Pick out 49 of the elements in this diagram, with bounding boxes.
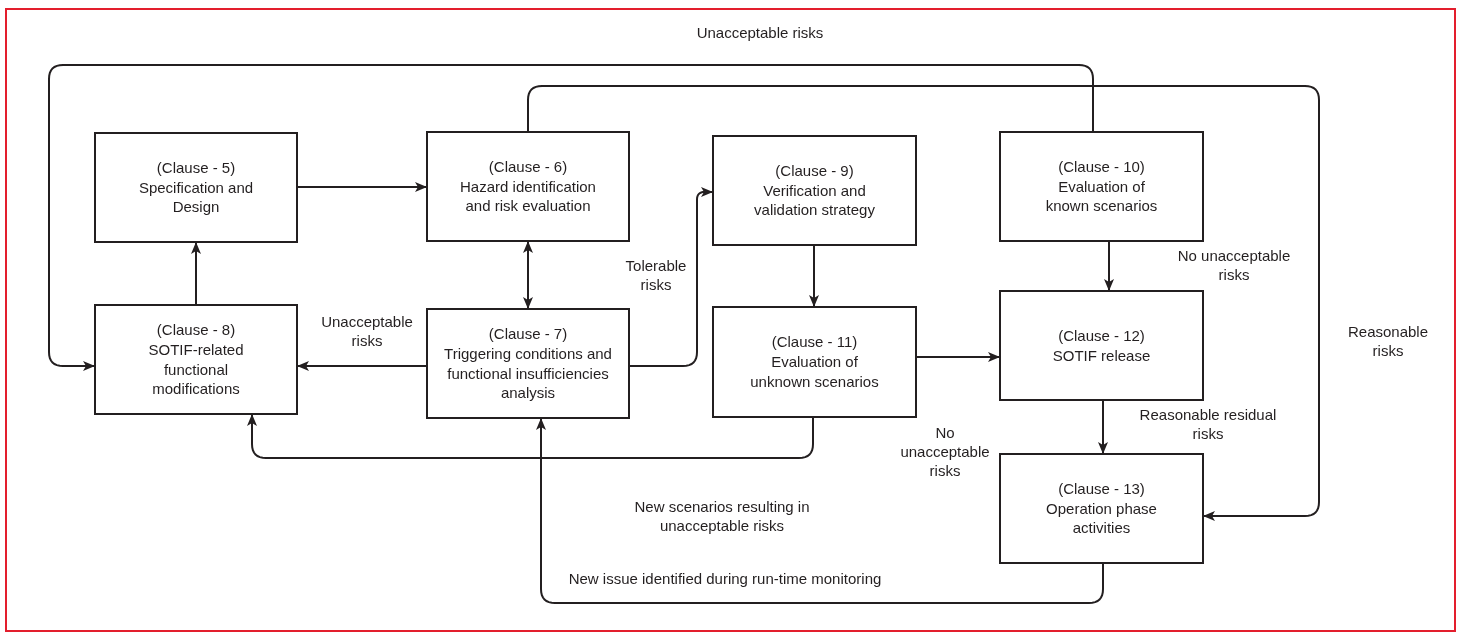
process-box <box>999 290 1204 401</box>
process-text: Triggering conditions and functional insufficiencies analysis <box>443 343 613 404</box>
arrow <box>527 85 1320 521</box>
clause-number: (Clause - 7) <box>488 323 568 344</box>
arrow <box>629 187 713 367</box>
clause-number: (Clause - 11) <box>771 332 858 353</box>
arrow <box>536 418 1104 604</box>
process-box <box>426 308 630 419</box>
process-box <box>94 304 298 415</box>
process-text: SOTIF-related functional modifications <box>147 339 245 400</box>
clause-number: (Clause - 8) <box>156 319 236 340</box>
edge-label: Unacceptable risks <box>695 24 825 43</box>
process-box <box>426 131 630 242</box>
edge-label: Reasonable residual risks <box>1138 406 1278 444</box>
arrow <box>297 182 427 192</box>
edge-label: Reasonable risks <box>1346 323 1430 361</box>
process-text: Verification and validation strategy <box>753 180 876 221</box>
process-box <box>94 132 298 243</box>
edge-label: New scenarios resulting in unacceptable risks <box>633 498 811 536</box>
edge-label: New issue identified during run-time monitoring <box>567 570 883 589</box>
process-text: SOTIF release <box>1052 345 1151 366</box>
arrow <box>191 242 201 305</box>
process-box <box>712 135 917 246</box>
process-text: Specification and Design <box>137 177 255 218</box>
clause-number: (Clause - 9) <box>775 160 854 181</box>
arrow <box>297 361 427 371</box>
edge-label: No unacceptable risks <box>1176 247 1292 285</box>
process-box <box>712 306 917 418</box>
process-box <box>999 453 1204 564</box>
clause-number: (Clause - 5) <box>156 157 236 178</box>
process-text: Evaluation of known scenarios <box>1044 176 1159 217</box>
process-text: Hazard identification and risk evaluation <box>459 176 597 217</box>
clause-number: (Clause - 13) <box>1058 478 1145 499</box>
edge-label: Unacceptable risks <box>320 313 414 351</box>
clause-number: (Clause - 6) <box>488 156 568 177</box>
process-text: Operation phase activities <box>1045 498 1158 539</box>
process-box <box>999 131 1204 242</box>
edge-label: No unacceptable risks <box>899 424 991 481</box>
arrow <box>1098 400 1108 454</box>
edge-label: Tolerable risks <box>624 257 688 295</box>
arrow <box>916 352 1000 362</box>
clause-number: (Clause - 12) <box>1058 325 1145 346</box>
arrow <box>48 64 1094 371</box>
arrow <box>1104 241 1114 291</box>
arrow <box>523 241 533 309</box>
arrow <box>247 414 814 459</box>
clause-number: (Clause - 10) <box>1058 156 1145 177</box>
process-text: Evaluation of unknown scenarios <box>749 352 880 392</box>
arrow <box>809 245 819 307</box>
